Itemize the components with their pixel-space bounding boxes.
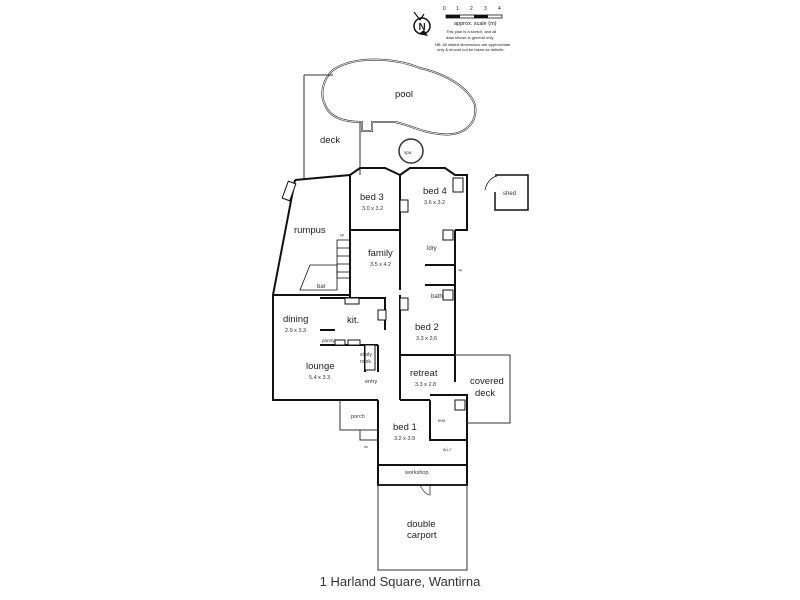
bed3-dims: 3.0 x 3.2 — [362, 206, 383, 212]
stairs — [299, 239, 351, 291]
family-label: family — [368, 248, 393, 259]
nook-label: nook — [360, 359, 371, 365]
scale-bar: 0 1 2 3 4 approx. scale (m) This plan is… — [435, 6, 511, 52]
shed-label: shed — [503, 191, 516, 197]
deck: deck — [303, 74, 361, 180]
covered-deck — [455, 354, 511, 424]
entry-label: entry — [365, 379, 377, 385]
pool: pool — [321, 58, 477, 136]
covered-deck-label: covered — [470, 376, 504, 387]
shed — [484, 174, 529, 211]
bed2-label: bed 2 — [415, 322, 439, 333]
legend-note-1: This plan is a sketch, and all — [446, 29, 496, 34]
lounge-dims: 5.4 x 3.3 — [309, 375, 330, 381]
legend-note-2: data shown is general only. — [446, 35, 494, 40]
ldry-up-marker: up — [458, 268, 462, 272]
retreat-dims: 3.3 x 2.8 — [415, 382, 436, 388]
covered-deck-label-2: deck — [475, 388, 495, 399]
legend-note-3: NB. All stated dimensions are approximat… — [435, 42, 511, 47]
scale-tick-1: 1 — [456, 6, 459, 12]
scale-tick-0: 0 — [443, 6, 446, 12]
dining-dims: 2.9 x 3.3 — [285, 328, 306, 334]
carport — [377, 484, 468, 571]
rumpus-label: rumpus — [294, 225, 326, 236]
address-caption: 1 Harland Square, Wantirna — [319, 574, 481, 589]
deck-label: deck — [320, 135, 340, 146]
bath-label: bath — [431, 294, 443, 300]
bed4-label: bed 4 — [423, 186, 447, 197]
legend-note-4: only & should not be taken as definite. — [437, 47, 505, 52]
porch — [339, 400, 378, 441]
pantry-label: pantry — [322, 338, 335, 343]
scale-tick-3: 3 — [484, 6, 487, 12]
retreat-label: retreat — [410, 368, 438, 379]
porch-dn-marker: dn — [364, 445, 368, 449]
bed4-dims: 3.6 x 3.2 — [424, 200, 445, 206]
wir-label: w.i.r — [443, 447, 452, 452]
north-label: N — [419, 22, 426, 33]
ens-label: ens. — [438, 418, 447, 423]
bed3-label: bed 3 — [360, 192, 384, 203]
window-markers — [281, 177, 466, 411]
workshop-label: workshop — [404, 470, 429, 476]
north-arrow-icon: N — [413, 11, 431, 36]
spa: spa — [398, 138, 424, 164]
family-dims: 3.5 x 4.2 — [370, 262, 391, 268]
dining-label: dining — [283, 314, 308, 325]
bar-label: bar — [317, 284, 326, 290]
scale-tick-2: 2 — [470, 6, 473, 12]
kitchen-label: kit. — [347, 315, 359, 326]
bed1-dims: 3.2 x 3.9 — [394, 436, 415, 442]
scale-tick-4: 4 — [498, 6, 501, 12]
bed2-dims: 3.3 x 2.6 — [416, 336, 437, 342]
carport-label-2: carport — [407, 530, 437, 541]
lounge-label: lounge — [306, 361, 335, 372]
study-label: study — [360, 352, 372, 358]
porch-label: porch — [351, 414, 365, 420]
scale-label: approx. scale (m) — [454, 21, 497, 27]
spa-label: spa — [404, 150, 412, 155]
stairs-up-marker: up — [340, 233, 344, 237]
ldry-label: ldry — [427, 246, 437, 252]
carport-label: double — [407, 519, 436, 530]
pool-label: pool — [395, 89, 413, 100]
bed1-label: bed 1 — [393, 422, 417, 433]
